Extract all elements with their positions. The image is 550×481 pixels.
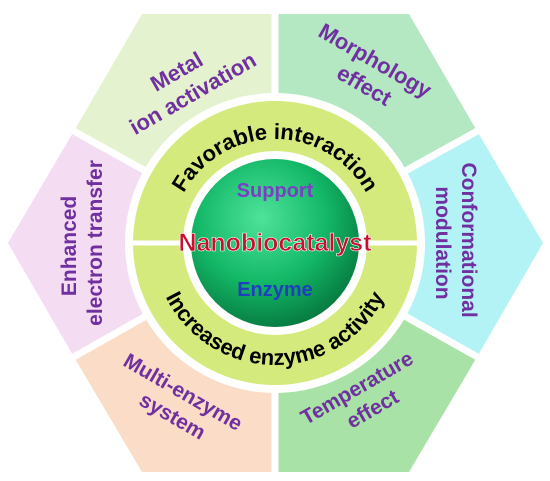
- center-support-label: Support: [237, 180, 314, 202]
- label-conformational: Conformational modulation: [431, 162, 480, 323]
- center-sphere: [191, 159, 359, 327]
- label-electron-transfer: Enhanced electron transfer: [58, 160, 107, 326]
- center-title: Nanobiocatalyst: [178, 229, 372, 257]
- center-enzyme-label: Enzyme: [237, 279, 313, 301]
